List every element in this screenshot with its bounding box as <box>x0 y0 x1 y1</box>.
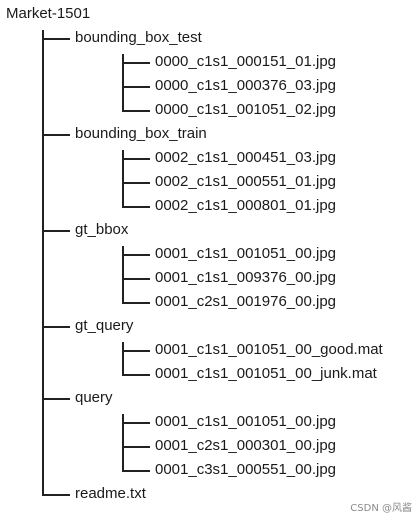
file-name: 0002_c1s1_000801_01.jpg <box>155 197 337 214</box>
folder-name: bounding_box_test <box>75 29 202 46</box>
file-item: 0001_c1s1_001051_00.jpg <box>0 242 420 266</box>
tree-branch-line <box>122 342 124 374</box>
file-item: 0002_c1s1_000801_01.jpg <box>0 194 420 218</box>
tree-branch-line <box>122 54 124 110</box>
tree-connector <box>122 278 150 280</box>
tree-connector <box>122 350 150 352</box>
file-item: 0001_c1s1_001051_00_good.mat <box>0 338 420 362</box>
tree-branch-line <box>42 30 44 494</box>
file-name: 0000_c1s1_001051_02.jpg <box>155 101 337 118</box>
folder-item: query <box>0 386 420 410</box>
tree-connector <box>122 374 150 376</box>
file-item: 0001_c1s1_001051_00.jpg <box>0 410 420 434</box>
tree-connector <box>122 158 150 160</box>
file-item: 0001_c1s1_009376_00.jpg <box>0 266 420 290</box>
file-item: 0002_c1s1_000551_01.jpg <box>0 170 420 194</box>
file-item: 0002_c1s1_000451_03.jpg <box>0 146 420 170</box>
tree-connector <box>122 206 150 208</box>
folder-name: gt_bbox <box>75 221 129 238</box>
tree-connector <box>42 230 70 232</box>
tree-connector <box>122 422 150 424</box>
file-name: 0002_c1s1_000451_03.jpg <box>155 149 337 166</box>
file-name: 0001_c2s1_000301_00.jpg <box>155 437 337 454</box>
file-name: 0001_c2s1_001976_00.jpg <box>155 293 337 310</box>
file-item: 0000_c1s1_001051_02.jpg <box>0 98 420 122</box>
tree-connector <box>42 398 70 400</box>
file-item: 0001_c3s1_000551_00.jpg <box>0 458 420 482</box>
tree-connector <box>122 62 150 64</box>
tree-branch-line <box>122 414 124 470</box>
file-name: 0001_c3s1_000551_00.jpg <box>155 461 337 478</box>
file-name: 0002_c1s1_000551_01.jpg <box>155 173 337 190</box>
tree-branch-line <box>122 150 124 206</box>
folder-name: Market-1501 <box>6 5 91 22</box>
file-name: 0001_c1s1_001051_00_good.mat <box>155 341 383 358</box>
tree-connector <box>122 470 150 472</box>
file-name: 0001_c1s1_001051_00.jpg <box>155 413 337 430</box>
folder-name: query <box>75 389 113 406</box>
tree-connector <box>122 86 150 88</box>
folder-name: gt_query <box>75 317 134 334</box>
file-name: 0000_c1s1_000376_03.jpg <box>155 77 337 94</box>
file-name: 0001_c1s1_001051_00_junk.mat <box>155 365 377 382</box>
folder-item: Market-1501 <box>0 2 420 26</box>
tree-connector <box>122 254 150 256</box>
file-item: 0000_c1s1_000151_01.jpg <box>0 50 420 74</box>
tree-connector <box>122 182 150 184</box>
file-name: 0001_c1s1_009376_00.jpg <box>155 269 337 286</box>
folder-item: bounding_box_train <box>0 122 420 146</box>
folder-name: bounding_box_train <box>75 125 207 142</box>
tree-connector <box>122 110 150 112</box>
folder-item: gt_bbox <box>0 218 420 242</box>
tree-branch-line <box>122 246 124 302</box>
tree-connector <box>42 494 70 496</box>
tree-connector <box>42 38 70 40</box>
file-item: 0001_c2s1_001976_00.jpg <box>0 290 420 314</box>
watermark: CSDN @风酱 <box>350 503 412 514</box>
tree-connector <box>42 134 70 136</box>
folder-item: gt_query <box>0 314 420 338</box>
file-item: 0001_c2s1_000301_00.jpg <box>0 434 420 458</box>
file-item: 0000_c1s1_000376_03.jpg <box>0 74 420 98</box>
file-name: 0001_c1s1_001051_00.jpg <box>155 245 337 262</box>
file-item: readme.txt <box>0 482 420 506</box>
tree-connector <box>122 302 150 304</box>
folder-item: bounding_box_test <box>0 26 420 50</box>
file-item: 0001_c1s1_001051_00_junk.mat <box>0 362 420 386</box>
tree-connector <box>42 326 70 328</box>
file-name: 0000_c1s1_000151_01.jpg <box>155 53 337 70</box>
tree-connector <box>122 446 150 448</box>
file-name: readme.txt <box>75 485 146 502</box>
